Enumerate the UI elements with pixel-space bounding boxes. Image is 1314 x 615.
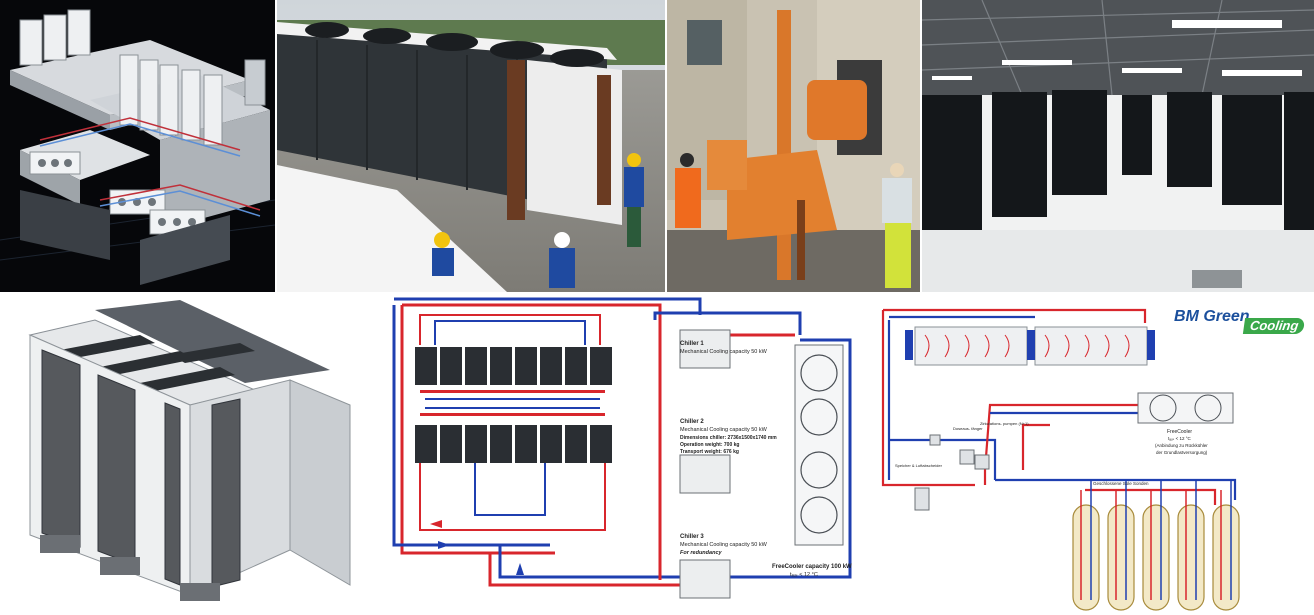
chiller1-desc: Mechanical Cooling capacity 50 kW — [680, 349, 768, 355]
render-datacenter-3d — [0, 0, 275, 292]
chiller2-dimensions: Dimensions chiller: 2736x1500x1740 mm — [680, 435, 777, 441]
chiller3-title: Chiller 3 — [680, 534, 704, 540]
photo-drilling-rig — [667, 0, 920, 292]
chiller3-desc: Mechanical Cooling capacity 50 kW — [680, 542, 768, 548]
schematic-geothermal-probes: Doseaus- fänger Zirkulations- pumpen (N+… — [875, 295, 1314, 615]
freecooler-capacity-label: FreeCooler capacity 100 kW — [772, 564, 852, 570]
freecooler-temp: tₐᵤₛ < 12 °C — [1168, 436, 1192, 441]
brand-logo: BM Green Cooling — [1168, 306, 1306, 336]
chiller2-transport-weight: Transport weight: 676 kg — [680, 449, 739, 455]
probes-label: Geschlossene Sole Sonden — [1093, 481, 1149, 486]
render-cooling-cabinets — [0, 295, 375, 615]
chiller2-desc: Mechanical Cooling capacity 50 kW — [680, 427, 768, 433]
logo-cooling-text: Cooling — [1242, 318, 1306, 334]
chiller2-operation-weight: Operation weight: 700 kg — [680, 442, 739, 448]
logo-brand-text: BM Green — [1174, 308, 1250, 325]
circulation-pumps-label: Zirkulations- pumpen (N+1) — [980, 421, 1029, 426]
chiller3-note: For redundancy — [680, 550, 723, 556]
chiller1-title: Chiller 1 — [680, 341, 704, 347]
freecooler-note-2: der Grundlastversorgung) — [1156, 450, 1208, 455]
pump-label: Doseaus- fänger — [953, 426, 983, 431]
photo-datacenter-hall — [922, 0, 1314, 292]
photo-rooftop-drycooler — [277, 0, 665, 292]
freecooler-temp-label: tₐᵤₛ < 12 °C — [790, 572, 818, 578]
chiller2-title: Chiller 2 — [680, 419, 704, 425]
freecooler-title: FreeCooler — [1167, 429, 1192, 435]
storage-label: Speicher & Luftabscheider — [895, 463, 943, 468]
schematic-chiller-freecooler: Chiller 1 Mechanical Cooling capacity 50… — [380, 295, 860, 615]
freecooler-note-1: (Anbindung zu Rückkühler — [1155, 443, 1208, 448]
